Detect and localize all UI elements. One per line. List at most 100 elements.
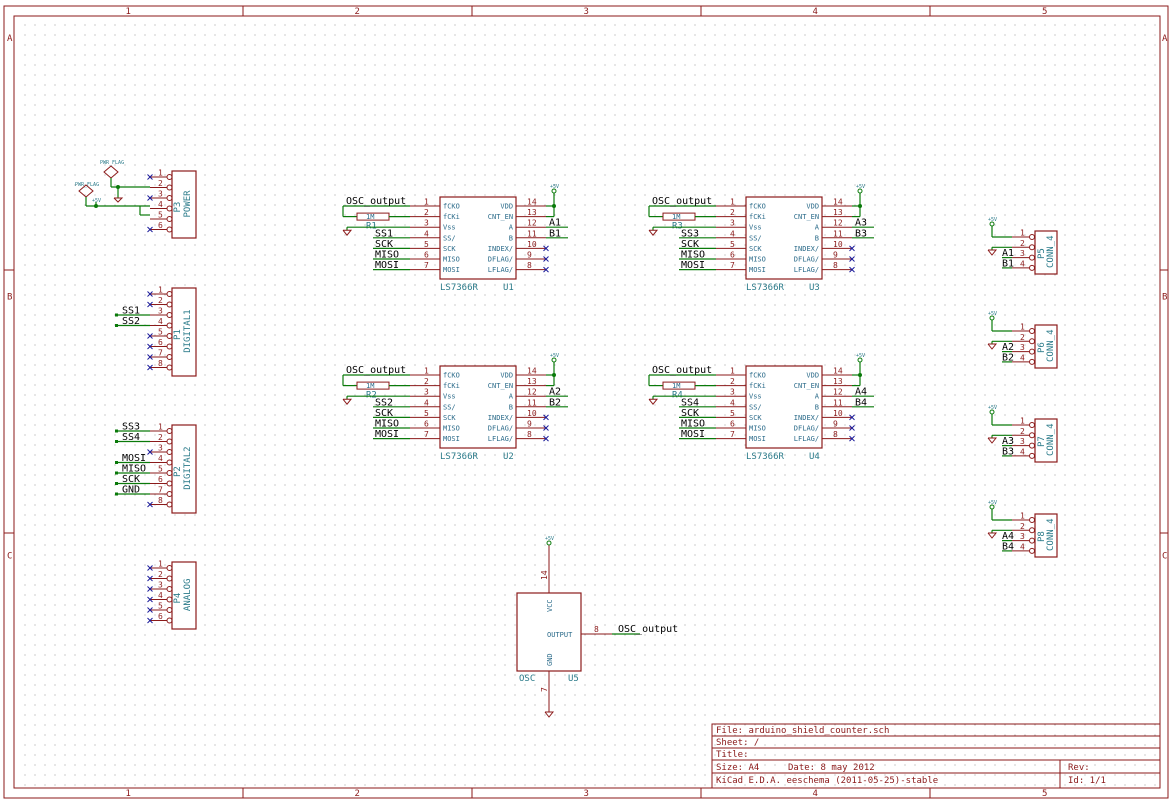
column-marker: 2: [355, 7, 360, 17]
pin-number: 7: [424, 430, 429, 439]
no-connect-mark: [543, 266, 549, 273]
pin-name: LFLAG/: [794, 266, 819, 274]
pin-number: 6: [424, 251, 429, 260]
pin-number: 7: [158, 349, 163, 358]
pin-circle: [1029, 244, 1035, 251]
net-label: B1: [1002, 258, 1014, 269]
pin-name: B: [509, 403, 513, 411]
pin-number: 8: [527, 430, 532, 439]
vcc-label: +5V: [545, 536, 554, 542]
pin-circle: [1029, 328, 1035, 334]
pin-circle: [166, 438, 173, 445]
net-label: B1: [549, 228, 561, 239]
pwr-flag-label: PWR_FLAG: [75, 182, 99, 188]
pin-name: Vss: [749, 393, 762, 401]
net-label: A1: [549, 218, 561, 229]
vcc-symbol: [989, 504, 995, 510]
column-marker: 2: [355, 789, 360, 799]
pin-number: 9: [527, 251, 532, 260]
pin-name: MOSI: [749, 266, 766, 274]
osc-net-label: OSC_output: [346, 365, 406, 376]
pin-circle: [166, 586, 173, 592]
pin-name: SCK: [443, 245, 456, 253]
oscillator-u5[interactable]: +5V 14 VCC GND OUTPUT 8 OSC_output 7 OSC…: [516, 536, 678, 718]
resistor-value: 1M: [366, 382, 374, 390]
pin-number: 13: [527, 208, 537, 217]
pin-circle: [1029, 422, 1035, 428]
pin-name: B: [509, 234, 513, 242]
pin-circle: [166, 322, 173, 329]
pin-name: fCKi: [749, 213, 766, 221]
osc-output-net-label: OSC_output: [618, 624, 678, 635]
pin-number: 7: [424, 261, 429, 270]
pin-circle: [166, 575, 173, 582]
pin-name: DFLAG/: [488, 425, 513, 433]
ground-symbol: [987, 343, 998, 350]
pin-number: 7: [158, 486, 163, 495]
pin-number: 14: [527, 367, 537, 376]
no-connect-mark: [849, 256, 855, 262]
pin-number: 6: [424, 420, 429, 429]
pin-name: A: [815, 393, 820, 401]
net-label: SS1: [375, 228, 393, 239]
row-marker: B: [1162, 293, 1167, 303]
pin-circle: [166, 216, 173, 222]
pin-number: 2: [158, 179, 163, 188]
vcc-symbol: [989, 221, 995, 227]
pin-number: 9: [833, 251, 838, 260]
net-label: A1: [1002, 248, 1014, 259]
pin-name: LFLAG/: [488, 266, 513, 274]
pin-name: A: [815, 224, 820, 232]
osc-value: OSC: [519, 674, 535, 684]
pin-circle: [166, 480, 173, 487]
net-label: A2: [1002, 342, 1014, 353]
counter-ref: U4: [809, 452, 820, 462]
pin-name: CNT_EN: [794, 213, 819, 221]
pin-number: 11: [527, 398, 537, 407]
pin-circle: [166, 312, 173, 318]
pin-name: MOSI: [749, 435, 766, 443]
pin-number: 1: [158, 423, 163, 432]
pin-number: 2: [424, 208, 429, 217]
pin-circle: [1029, 442, 1035, 449]
pin-number: 13: [833, 377, 843, 386]
net-label: MOSI: [681, 429, 705, 440]
pin-number: 1: [158, 286, 163, 295]
pin-name: INDEX/: [488, 414, 513, 422]
pin-circle: [166, 501, 173, 508]
pin-number: 13: [527, 377, 537, 386]
pin-number: 4: [158, 317, 163, 326]
net-label: B2: [549, 397, 561, 408]
pin-number: 4: [1020, 447, 1025, 456]
osc-output-pin-number: 8: [594, 625, 599, 634]
pin-number: 1: [1020, 229, 1025, 238]
net-label: MOSI: [681, 260, 705, 271]
vcc-label: +5V: [988, 500, 997, 506]
connector-body: [171, 424, 197, 514]
pin-number: 7: [730, 261, 735, 270]
pin-number: 3: [424, 219, 429, 228]
no-connect-mark: [543, 414, 549, 421]
vcc-label: +5V: [550, 184, 559, 190]
title-block-app: KiCad E.D.A. eeschema (2011-05-25)-stabl…: [716, 776, 938, 786]
no-connect-mark: [147, 174, 153, 180]
pin-number: 10: [527, 240, 537, 249]
pin-name: VDD: [500, 372, 513, 380]
row-marker: C: [7, 552, 12, 562]
net-label: A4: [855, 387, 867, 398]
counter-ref: U1: [503, 283, 514, 293]
